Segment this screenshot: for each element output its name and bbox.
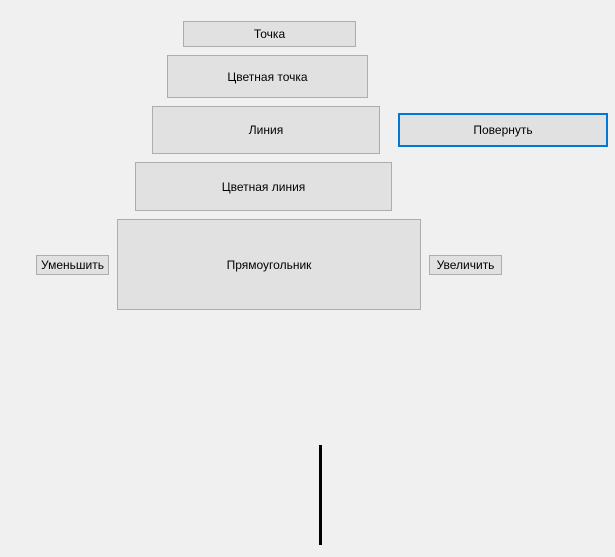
point-button-label: Точка bbox=[253, 27, 286, 41]
point-button[interactable]: Точка bbox=[183, 21, 356, 47]
line-button[interactable]: Линия bbox=[152, 106, 380, 154]
rectangle-button[interactable]: Прямоугольник bbox=[117, 219, 421, 310]
line-button-label: Линия bbox=[248, 123, 284, 137]
decrease-button-label: Уменьшить bbox=[41, 258, 104, 272]
drawn-line-shape bbox=[319, 445, 322, 545]
increase-button-label: Увеличить bbox=[436, 258, 495, 272]
rotate-button[interactable]: Повернуть bbox=[398, 113, 608, 147]
colored-point-button-label: Цветная точка bbox=[227, 69, 308, 84]
increase-button[interactable]: Увеличить bbox=[429, 255, 502, 275]
rotate-button-label: Повернуть bbox=[473, 123, 533, 137]
decrease-button[interactable]: Уменьшить bbox=[36, 255, 109, 275]
colored-line-button[interactable]: Цветная линия bbox=[135, 162, 392, 211]
rectangle-button-label: Прямоугольник bbox=[226, 257, 312, 272]
colored-point-button[interactable]: Цветная точка bbox=[167, 55, 368, 98]
colored-line-button-label: Цветная линия bbox=[221, 179, 306, 194]
